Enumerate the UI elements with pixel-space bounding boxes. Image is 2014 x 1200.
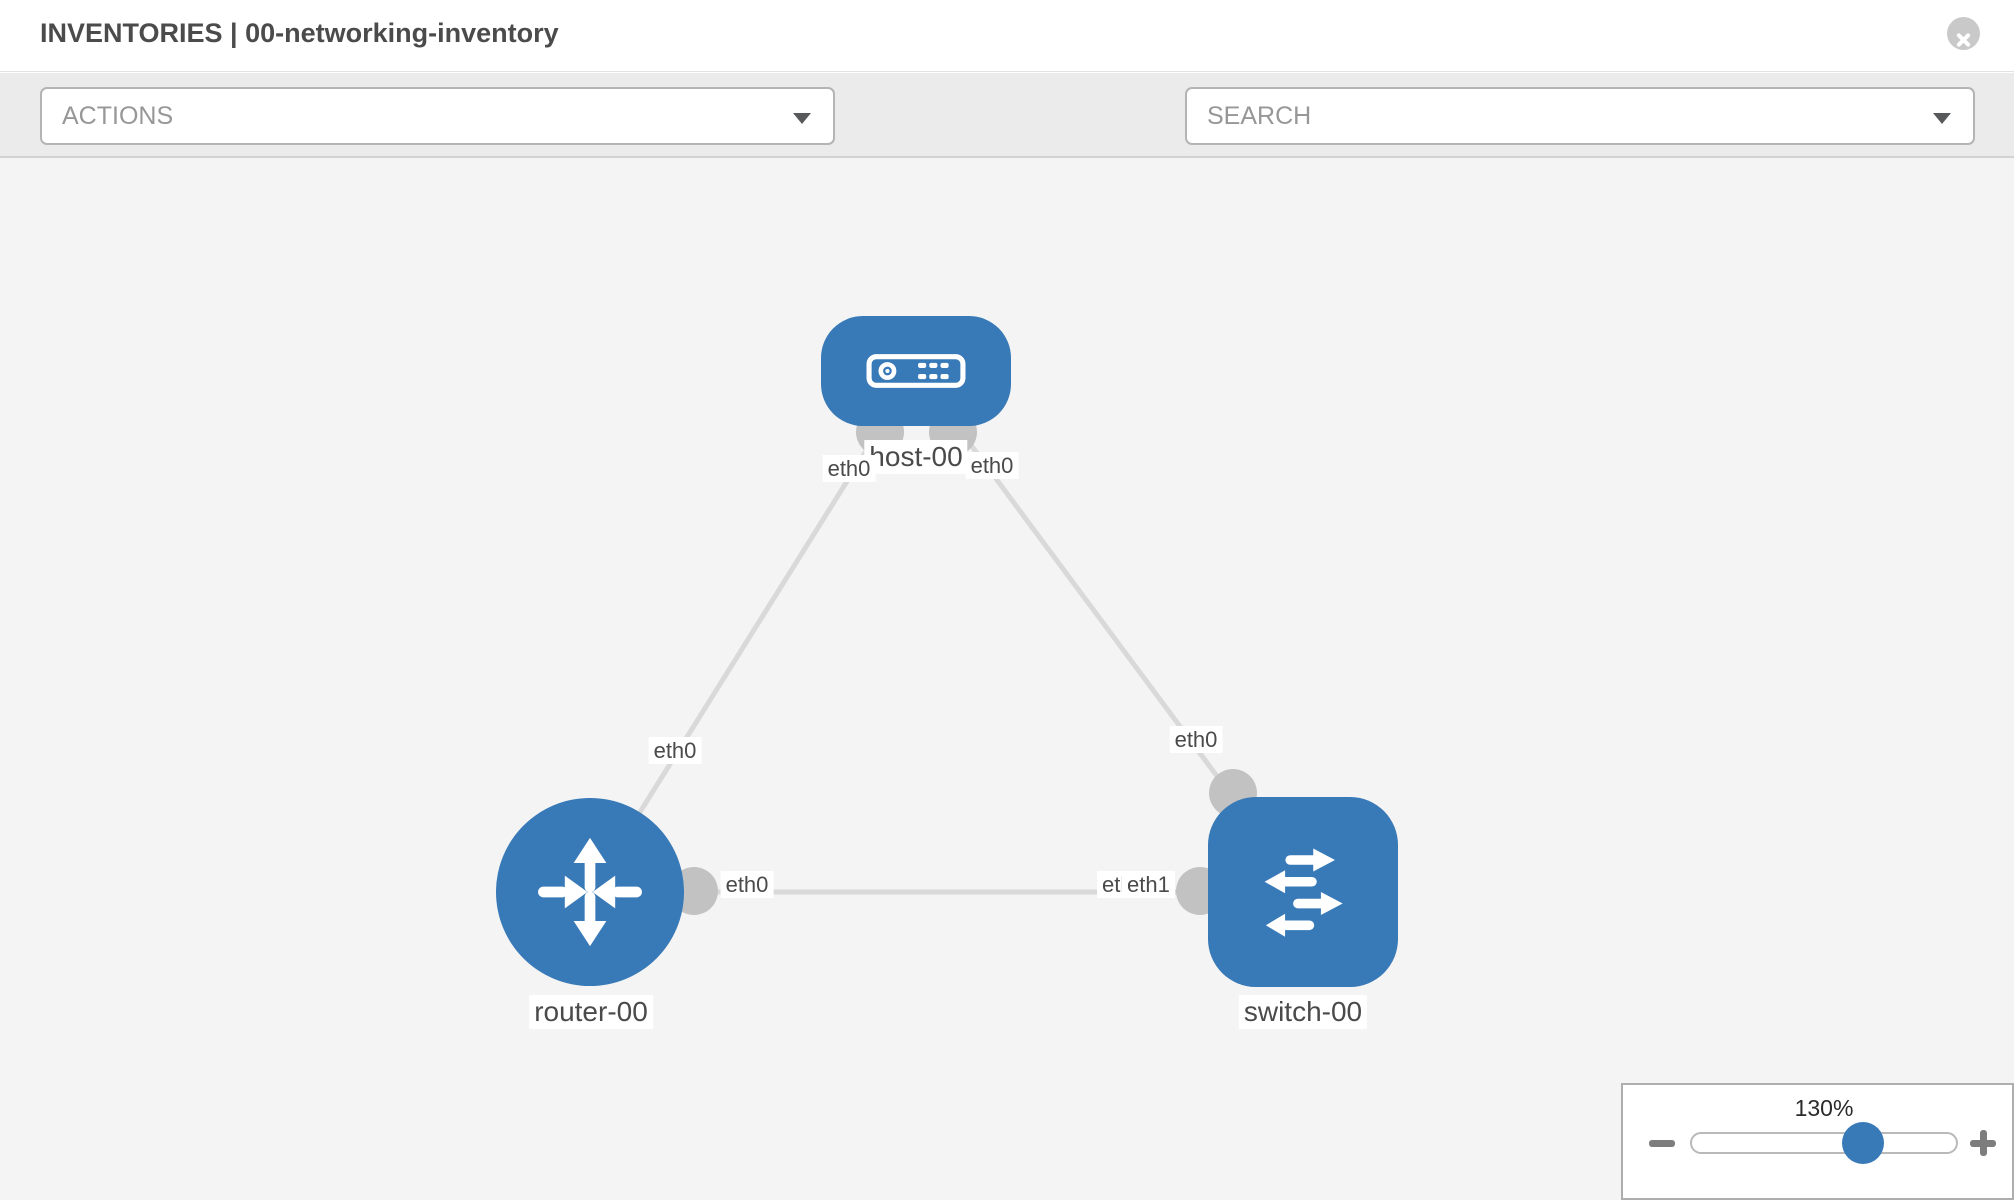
if-label-host-left: eth0 bbox=[822, 455, 876, 483]
zoom-level-value: 130% bbox=[1794, 1095, 1854, 1121]
topology-canvas[interactable]: host-00 router-00 switch-00 eth0 eth0 et… bbox=[0, 158, 2014, 1200]
host-icon bbox=[866, 354, 966, 388]
search-dropdown[interactable]: SEARCH bbox=[1185, 87, 1975, 145]
if-label-host-right: eth0 bbox=[965, 452, 1019, 480]
search-dropdown-label: SEARCH bbox=[1207, 101, 1312, 130]
if-label-router-top: eth0 bbox=[648, 737, 702, 765]
if-label-router-right: eth0 bbox=[720, 871, 774, 899]
chevron-down-icon bbox=[1933, 113, 1951, 124]
if-label-switch-left: eth1 bbox=[1122, 871, 1175, 899]
node-label-switch: switch-00 bbox=[1238, 995, 1368, 1030]
node-router-00[interactable] bbox=[496, 798, 684, 986]
chevron-down-icon bbox=[793, 113, 811, 124]
minus-icon bbox=[1649, 1140, 1675, 1147]
node-host-00[interactable] bbox=[821, 316, 1011, 426]
zoom-control-panel: 130% bbox=[1621, 1083, 2014, 1200]
header: INVENTORIES | 00-networking-inventory bbox=[0, 0, 2014, 72]
zoom-out-button[interactable] bbox=[1645, 1126, 1679, 1160]
toolbar: ACTIONS SEARCH bbox=[0, 73, 2014, 209]
node-label-host: host-00 bbox=[864, 440, 968, 475]
close-icon bbox=[1955, 32, 1972, 49]
zoom-slider-track[interactable] bbox=[1690, 1132, 1958, 1154]
actions-dropdown-label: ACTIONS bbox=[62, 101, 174, 130]
close-button[interactable] bbox=[1947, 17, 1980, 50]
node-label-router: router-00 bbox=[529, 995, 653, 1030]
router-icon bbox=[538, 837, 642, 947]
node-switch-00[interactable] bbox=[1208, 797, 1398, 987]
actions-dropdown[interactable]: ACTIONS bbox=[40, 87, 835, 145]
zoom-slider-thumb[interactable] bbox=[1842, 1122, 1884, 1164]
links-layer bbox=[587, 369, 1306, 915]
switch-icon bbox=[1264, 848, 1343, 937]
page-title: INVENTORIES | 00-networking-inventory bbox=[40, 18, 559, 48]
zoom-in-button[interactable] bbox=[1966, 1126, 2000, 1160]
if-label-switch-top: eth0 bbox=[1169, 726, 1223, 754]
